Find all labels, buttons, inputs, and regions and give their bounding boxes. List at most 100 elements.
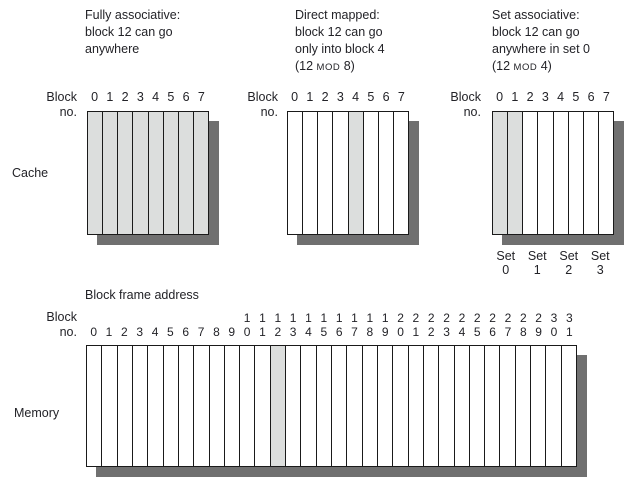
block-number-digit: 2 [504, 311, 512, 325]
cache-set-associative [492, 111, 614, 235]
block-no-label-cache3: Block no. [431, 90, 481, 120]
cache3-block-1 [508, 112, 524, 234]
block-number-digit: 0 [91, 90, 99, 104]
memory-block-1 [102, 346, 118, 466]
block-number-digit [132, 311, 147, 325]
block-number-digit: 7 [397, 90, 405, 104]
block-number-digit [86, 311, 101, 325]
block-number-digit: 2 [321, 90, 329, 104]
memory-block-31 [561, 346, 576, 466]
memory-block-2 [117, 346, 133, 466]
cache2-block-0 [288, 112, 304, 234]
block-number-digit: 2 [427, 325, 435, 339]
block-number-digit [224, 311, 239, 325]
block-number-digit: 4 [557, 90, 565, 104]
cache3-block-0 [493, 112, 509, 234]
cache2-block-4 [348, 112, 364, 234]
block-number-digit: 9 [381, 325, 389, 339]
memory-block-14 [301, 346, 317, 466]
cache1-block-6 [178, 112, 194, 234]
block-number-digit: 2 [412, 311, 420, 325]
block-label: Block [46, 310, 77, 324]
block-number-digit: 7 [197, 325, 205, 339]
block-number-digit: 1 [511, 90, 519, 104]
cache3-block-3 [538, 112, 554, 234]
block-number-digit: 1 [381, 311, 389, 325]
block-number-digit: 1 [412, 325, 420, 339]
memory-block-26 [485, 346, 501, 466]
set-number: 3 [596, 263, 604, 277]
cache1-block-3 [133, 112, 149, 234]
cache3-block-2 [523, 112, 539, 234]
cache3-block-4 [553, 112, 569, 234]
no-label: no. [59, 105, 77, 119]
memory-block-17 [347, 346, 363, 466]
block-number-digit: 1 [565, 325, 573, 339]
memory-block-25 [469, 346, 486, 466]
heading-set-associative: Set associative: block 12 can go anywher… [492, 7, 590, 76]
cache2-block-2 [318, 112, 334, 234]
cache1-block-2 [118, 112, 134, 234]
block-number-digit: 4 [152, 90, 160, 104]
set-word: Set [496, 249, 516, 263]
cache3-block-5 [568, 112, 584, 234]
block-number-digit: 8 [213, 325, 220, 339]
memory-title: Block frame address [85, 287, 199, 304]
block-label: Block [247, 90, 278, 104]
memory-block-21 [408, 346, 424, 466]
block-number-digit: 1 [351, 311, 358, 325]
block-number-digit: 9 [228, 325, 236, 339]
heading-line: anywhere in set 0 [492, 42, 590, 56]
block-number-digit: 1 [306, 90, 314, 104]
heading-line: only into block 4 [295, 42, 385, 56]
memory-block-4 [148, 346, 164, 466]
cache1-block-5 [163, 112, 179, 234]
block-no-label-cache2: Block no. [228, 90, 278, 120]
block-number-digit: 8 [366, 325, 374, 339]
mod-keyword: MOD [513, 62, 538, 73]
block-number-digit [209, 311, 224, 325]
block-number-digit: 1 [259, 325, 266, 339]
memory-blocks [86, 345, 577, 467]
block-number-digit: 5 [367, 90, 375, 104]
block-label: Block [46, 90, 77, 104]
memory-label: Memory [14, 406, 60, 420]
memory-block-15 [316, 346, 332, 466]
cache1-block-4 [148, 112, 164, 234]
cache3-block-7 [598, 112, 613, 234]
block-number-digit: 2 [397, 311, 404, 325]
block-number-digit: 1 [289, 311, 297, 325]
memory-block-23 [439, 346, 455, 466]
memory-block-5 [163, 346, 179, 466]
memory-block-8 [209, 346, 225, 466]
memory-block-12 [270, 346, 287, 466]
block-number-digit: 5 [320, 325, 328, 339]
block-number-digit: 1 [305, 311, 312, 325]
memory-block-22 [423, 346, 440, 466]
block-number-digit: 1 [335, 311, 343, 325]
mod-close: 4) [537, 59, 552, 73]
cache1-block-1 [103, 112, 119, 234]
block-number-digit: 0 [90, 325, 98, 339]
heading-direct-mapped: Direct mapped: block 12 can go only into… [295, 7, 385, 76]
mod-open: (12 [492, 59, 514, 73]
block-number-digit [163, 311, 178, 325]
block-number-digit: 2 [121, 325, 128, 339]
cache-label: Cache [12, 166, 49, 180]
set-number: 2 [565, 263, 573, 277]
heading-line: Fully associative: [85, 8, 181, 22]
block-number-digit: 2 [121, 90, 129, 104]
heading-line: Direct mapped: [295, 8, 380, 22]
block-number-digit: 6 [489, 325, 496, 339]
block-number-digit: 2 [458, 311, 466, 325]
set-word: Set [590, 249, 610, 263]
block-number-digit: 4 [151, 325, 159, 339]
memory-block-29 [531, 346, 547, 466]
heading-line: block 12 can go [85, 25, 173, 39]
block-number-digit: 6 [335, 325, 343, 339]
